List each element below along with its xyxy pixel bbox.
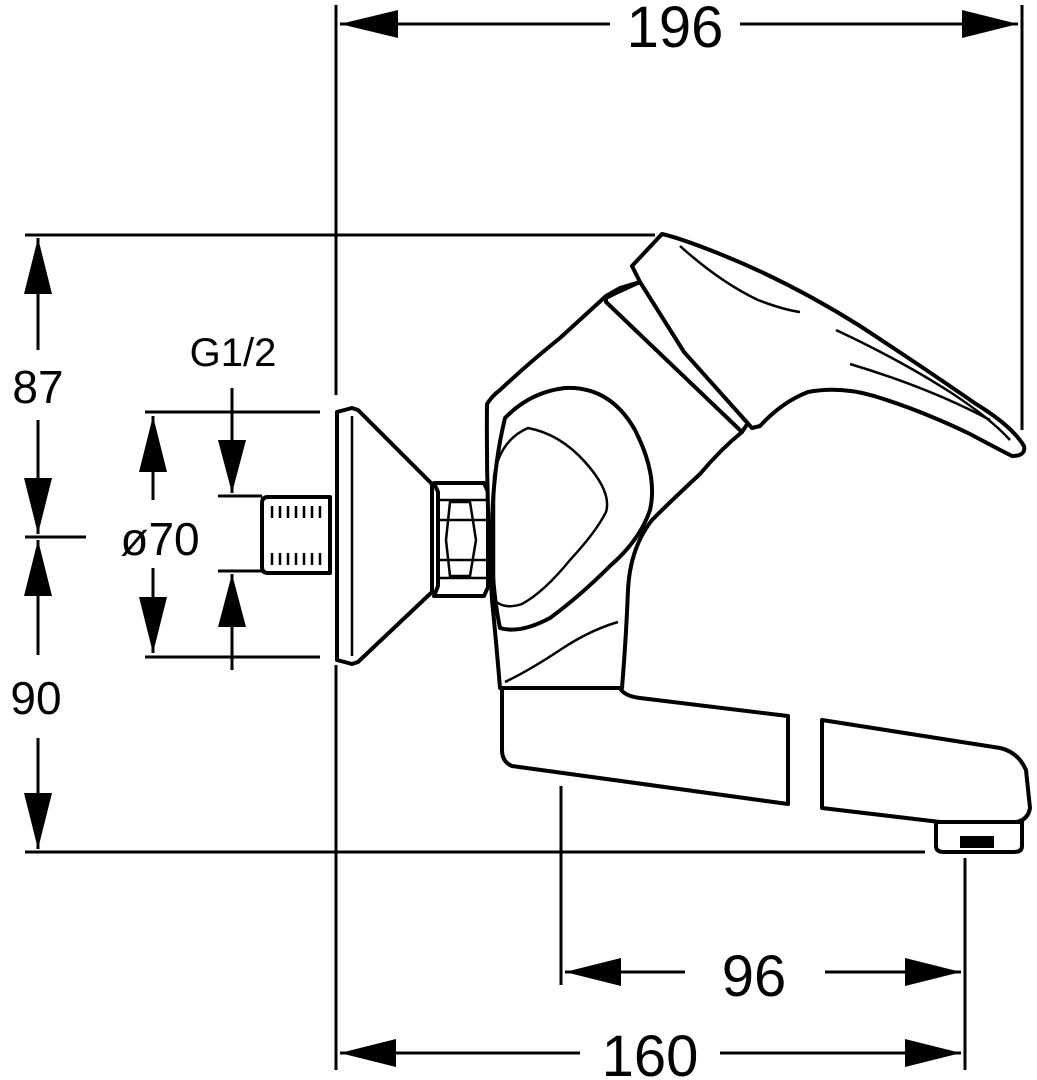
dimension-diameter-70: ø70: [120, 410, 320, 659]
dimension-thread-g12: G1/2: [190, 331, 277, 670]
aerator: [934, 820, 1024, 854]
dimension-160: 160: [334, 665, 961, 1080]
dim-label-diameter: ø70: [120, 513, 199, 565]
dim-label-96: 96: [722, 944, 787, 1009]
dimension-87-90: 87 90: [10, 233, 925, 854]
hex-nut: [432, 481, 490, 598]
lever-handle[interactable]: [630, 232, 1027, 458]
threaded-inlet: [260, 495, 332, 575]
dim-label-thread: G1/2: [190, 331, 277, 375]
spout: [500, 686, 1032, 824]
dim-label-196: 196: [627, 0, 724, 60]
dimension-96: 96: [559, 786, 967, 1070]
mixer-body: [484, 280, 752, 690]
dim-label-87: 87: [12, 361, 63, 413]
dim-label-160: 160: [602, 1024, 699, 1080]
wall-flange: [335, 406, 434, 666]
dimension-196: 196: [334, 0, 1024, 430]
dim-label-90: 90: [10, 672, 61, 724]
faucet-body: [260, 232, 1032, 854]
